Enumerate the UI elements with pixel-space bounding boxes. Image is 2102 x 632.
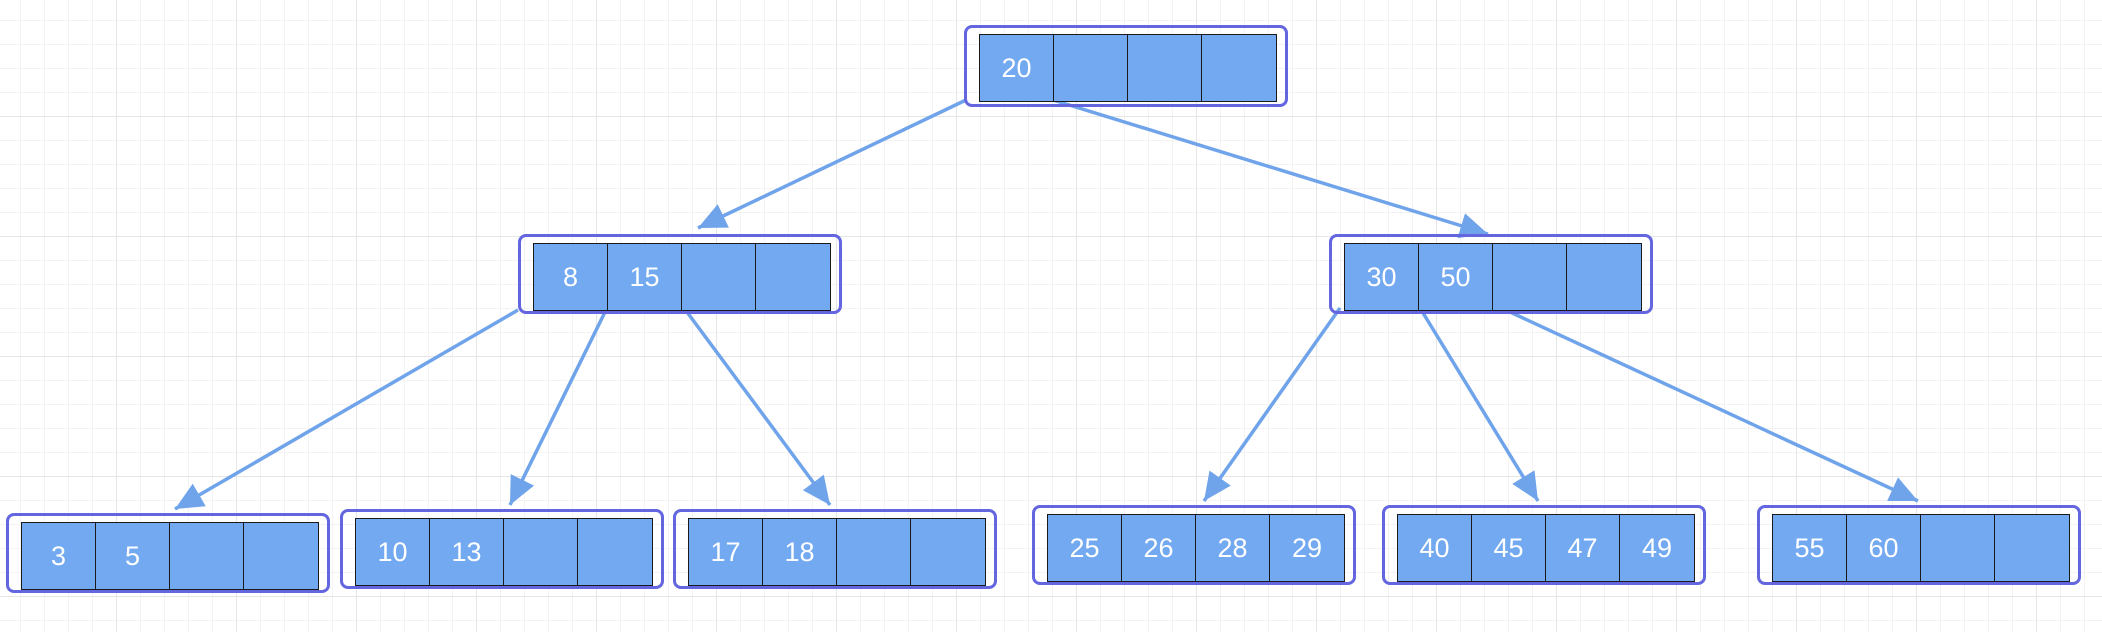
key-cell: 15 <box>608 244 682 310</box>
arrowhead <box>1204 470 1231 501</box>
key-cell <box>1128 35 1202 101</box>
key-cell <box>1202 35 1276 101</box>
arrowhead <box>802 474 830 505</box>
key-cell: 45 <box>1472 515 1546 581</box>
key-cell: 40 <box>1398 515 1472 581</box>
key-cell: 50 <box>1419 244 1493 310</box>
leaf-node[interactable]: 25 26 28 29 <box>1032 505 1356 585</box>
internal-node[interactable]: 8 15 <box>518 234 842 314</box>
key-cell <box>1493 244 1567 310</box>
key-cell: 18 <box>763 519 837 585</box>
key-cell: 13 <box>430 519 504 585</box>
key-cell <box>682 244 756 310</box>
key-cell: 3 <box>22 523 96 589</box>
tree-edge <box>682 306 832 507</box>
key-cell <box>911 519 985 585</box>
key-cell: 8 <box>534 244 608 310</box>
key-cell: 29 <box>1270 515 1344 581</box>
tree-edge <box>1202 306 1342 503</box>
key-cell <box>578 519 652 585</box>
key-cell <box>504 519 578 585</box>
key-cell <box>1995 515 2069 581</box>
arrowhead <box>1887 477 1918 502</box>
tree-edge <box>1418 307 1540 502</box>
internal-node[interactable]: 30 50 <box>1329 234 1653 314</box>
leaf-node[interactable]: 3 5 <box>6 513 330 593</box>
key-cell: 49 <box>1620 515 1694 581</box>
key-cell <box>170 523 244 589</box>
key-cell <box>1054 35 1128 101</box>
key-cell <box>244 523 318 589</box>
tree-edge <box>697 98 967 230</box>
tree-edge <box>1496 304 1919 503</box>
leaf-node[interactable]: 17 18 <box>673 509 997 589</box>
key-cell: 28 <box>1196 515 1270 581</box>
key-cell: 47 <box>1546 515 1620 581</box>
tree-edge <box>174 308 519 511</box>
arrowhead <box>1512 470 1538 501</box>
key-cell: 55 <box>1773 515 1847 581</box>
arrowhead <box>1457 213 1488 239</box>
tree-edge <box>508 307 609 506</box>
key-cell: 60 <box>1847 515 1921 581</box>
key-cell: 26 <box>1122 515 1196 581</box>
arrowhead <box>175 483 206 509</box>
key-cell <box>1921 515 1995 581</box>
key-cell: 10 <box>356 519 430 585</box>
leaf-node[interactable]: 55 60 <box>1757 505 2081 585</box>
root-node[interactable]: 20 <box>964 25 1288 107</box>
key-cell: 30 <box>1345 244 1419 310</box>
arrowhead <box>510 474 535 505</box>
key-cell: 17 <box>689 519 763 585</box>
key-cell: 5 <box>96 523 170 589</box>
key-cell: 20 <box>980 35 1054 101</box>
tree-edge <box>1052 98 1489 236</box>
key-cell <box>1567 244 1641 310</box>
arrowhead <box>698 204 729 228</box>
leaf-node[interactable]: 40 45 47 49 <box>1382 505 1706 585</box>
key-cell <box>837 519 911 585</box>
leaf-node[interactable]: 10 13 <box>340 509 664 589</box>
key-cell: 25 <box>1048 515 1122 581</box>
key-cell <box>756 244 830 310</box>
